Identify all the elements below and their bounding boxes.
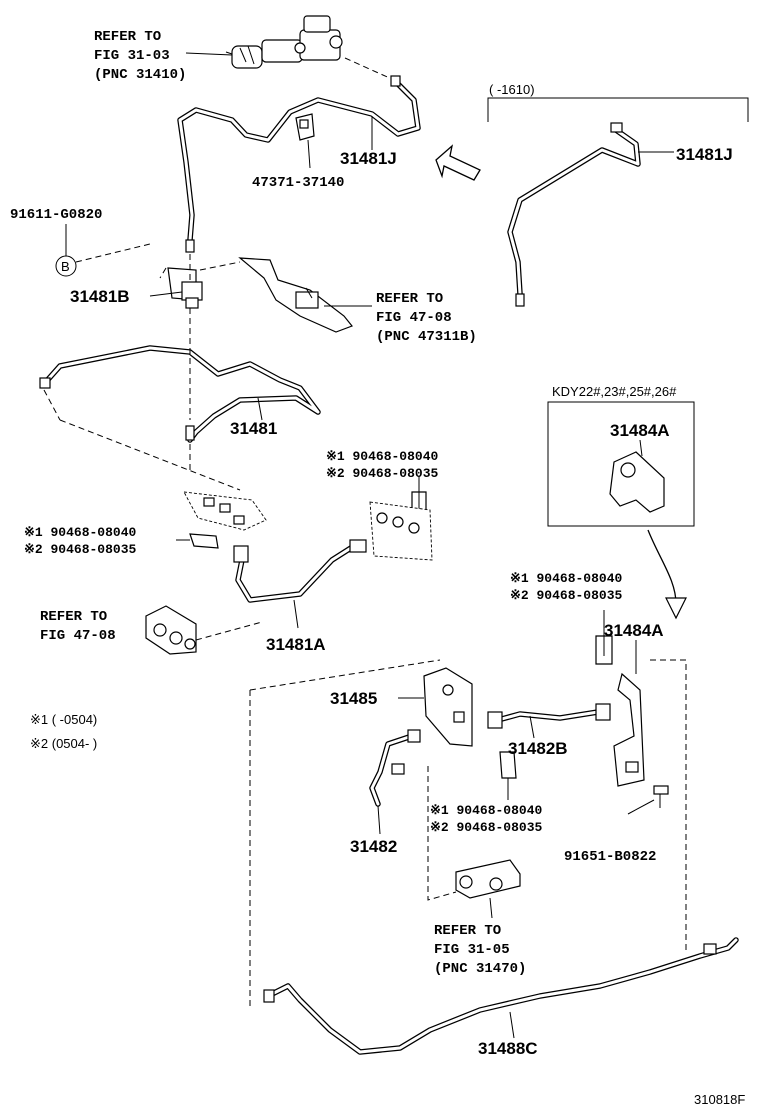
clip-right-line1: ※1 90468-08040 — [510, 571, 623, 586]
curved-arrow — [647, 529, 677, 605]
leader-91651 — [627, 799, 655, 815]
mount-plate-right — [369, 501, 433, 561]
ref-3103-line2: FIG 31-03 — [94, 48, 170, 64]
clip-bottom-line2: ※2 90468-08035 — [430, 820, 543, 835]
label-31481J-alt: 31481J — [676, 145, 733, 164]
pipe-31481 — [39, 345, 321, 443]
dash-31481-left — [43, 389, 61, 421]
label-31484A-box: 31484A — [610, 421, 670, 440]
pipe-31488C — [263, 937, 739, 1055]
legend-1: ※1 ( -0504) — [30, 712, 97, 727]
label-31482: 31482 — [350, 837, 397, 856]
leader-31488C — [509, 1011, 515, 1039]
leader-31482B — [529, 715, 535, 739]
curved-arrow-head — [665, 597, 687, 620]
union-31481B — [167, 267, 203, 309]
label-91611: 91611-G0820 — [10, 207, 102, 223]
fitting-block-4708 — [145, 605, 197, 655]
clip-left — [189, 533, 219, 549]
label-31481: 31481 — [230, 419, 277, 438]
legend-2: ※2 (0504- ) — [30, 736, 97, 751]
clip-right — [595, 635, 613, 665]
bracket-31484A — [613, 672, 645, 787]
figure-id: 310818F — [694, 1092, 745, 1107]
ref-4708b-line2: FIG 47-08 — [40, 628, 116, 644]
leader-31481A — [293, 599, 299, 629]
dash-enclosure-right — [650, 659, 687, 952]
label-31484A: 31484A — [604, 621, 664, 640]
ref-3105-line1: REFER TO — [434, 923, 501, 939]
fitting-3105 — [455, 859, 521, 899]
label-31481A: 31481A — [266, 635, 326, 654]
ref-4708a-line3: (PNC 47311B) — [376, 329, 477, 345]
clip-left-line1: ※1 90468-08040 — [24, 525, 137, 540]
clip-right-line2: ※2 90468-08035 — [510, 588, 623, 603]
ref-4708b-line1: REFER TO — [40, 609, 107, 625]
label-31481B: 31481B — [70, 287, 130, 306]
label-31482B: 31482B — [508, 739, 568, 758]
ref-3103-line3: (PNC 31410) — [94, 67, 186, 83]
range-bracket — [487, 97, 749, 122]
bracket-31485 — [423, 667, 473, 747]
ref-3103-line1: REFER TO — [94, 29, 161, 45]
circle-b-letter: B — [61, 259, 70, 274]
ref-4708a-line2: FIG 47-08 — [376, 310, 452, 326]
dash-91611 — [75, 243, 151, 263]
label-31481J-main: 31481J — [340, 149, 397, 168]
range-label: ( -1610) — [489, 82, 535, 97]
label-47371: 47371-37140 — [252, 175, 344, 191]
label-31488C: 31488C — [478, 1039, 538, 1058]
dash-3105 — [427, 766, 457, 901]
ref-4708a-line1: REFER TO — [376, 291, 443, 307]
dash-31481-left2 — [59, 419, 241, 491]
clip-top-line2: ※2 90468-08035 — [326, 466, 439, 481]
clip-top-line1: ※1 90468-08040 — [326, 449, 439, 464]
leader-31481 — [257, 397, 263, 421]
ref-3105-line3: (PNC 31470) — [434, 961, 526, 977]
kdy-label: KDY22#,23#,25#,26# — [552, 384, 677, 399]
dash-b1 — [159, 267, 167, 279]
ref-3105-line2: FIG 31-05 — [434, 942, 510, 958]
clip-left-line2: ※2 90468-08035 — [24, 542, 137, 557]
clutch-master-cylinder — [225, 15, 343, 69]
bolt-91651 — [653, 785, 669, 808]
leader-31482 — [377, 805, 381, 835]
label-31485: 31485 — [330, 689, 377, 708]
leader-31481B — [149, 291, 183, 297]
clip-bottom-line1: ※1 90468-08040 — [430, 803, 543, 818]
pipe-31481J-main — [177, 75, 421, 253]
alternate-arrow — [435, 144, 481, 181]
dash-fitting — [195, 621, 263, 641]
clip-bottom — [499, 751, 517, 779]
leader-fig3105 — [489, 897, 493, 919]
label-91651: 91651-B0822 — [564, 849, 656, 865]
dash-47311B — [199, 261, 241, 271]
clip-47371 — [295, 113, 315, 141]
hose-31481A — [233, 539, 367, 603]
pipe-31481J-alt — [507, 122, 641, 307]
leader-31484A-box — [639, 439, 643, 457]
leader-fig3103 — [185, 52, 233, 56]
dash-link — [344, 57, 395, 81]
circle-b — [55, 255, 77, 277]
pipe-31482 — [369, 729, 421, 807]
hose-31482B — [487, 703, 611, 729]
dash-enclosure-top — [249, 659, 441, 691]
leader-47371 — [307, 139, 311, 169]
bracket-47311B — [238, 257, 353, 333]
bracket-31484A-small — [609, 451, 665, 513]
mount-plate-left — [183, 491, 267, 531]
